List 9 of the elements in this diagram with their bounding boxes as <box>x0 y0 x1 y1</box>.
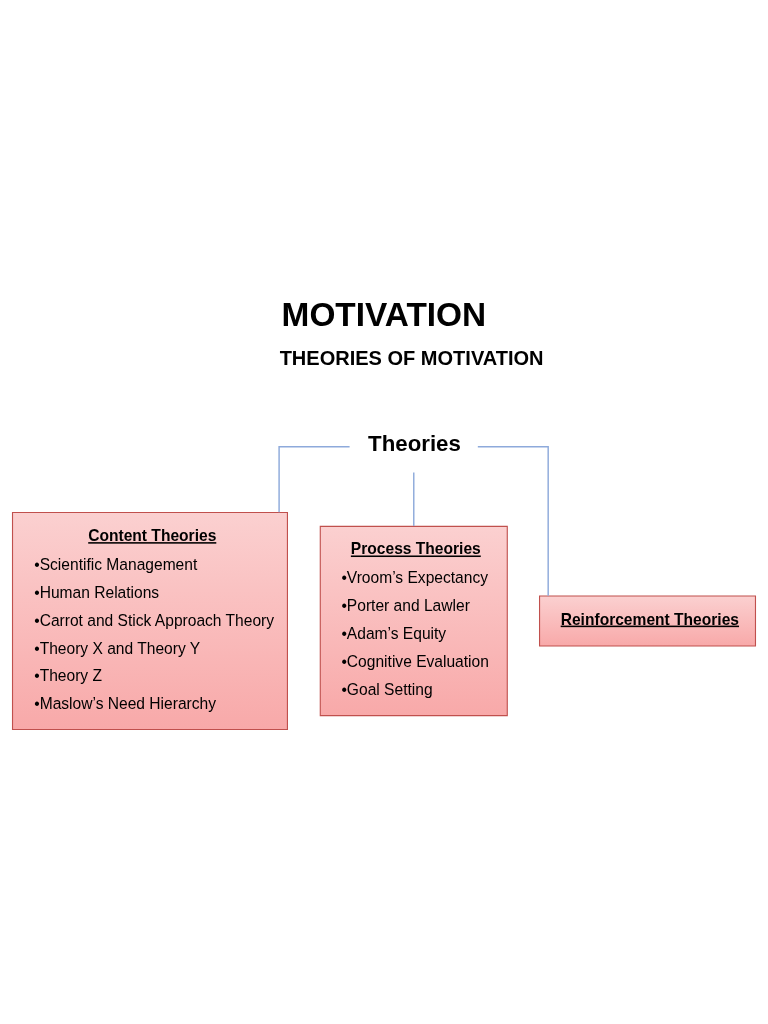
node-box: Process Theories •Vroom’s Expectancy •Porter and Lawler •Adam’s Equity •Cognitive Evaluation •Goal Setting <box>319 525 508 716</box>
node-box: Content Theories •Scientific Management •Human Relations •Carrot and Stick Approach Theory •Theory X and Theory Y •Theory Z •Maslow’s Need Hierarchy <box>11 511 288 730</box>
connector <box>413 471 415 527</box>
node-text: Theories <box>368 430 461 456</box>
label: THEORIES OF MOTIVATION <box>279 346 544 369</box>
connector <box>278 445 351 513</box>
diagram-title: MOTIVATION <box>281 295 487 333</box>
connector <box>477 445 549 596</box>
node-box: Reinforcement Theories <box>539 594 757 647</box>
